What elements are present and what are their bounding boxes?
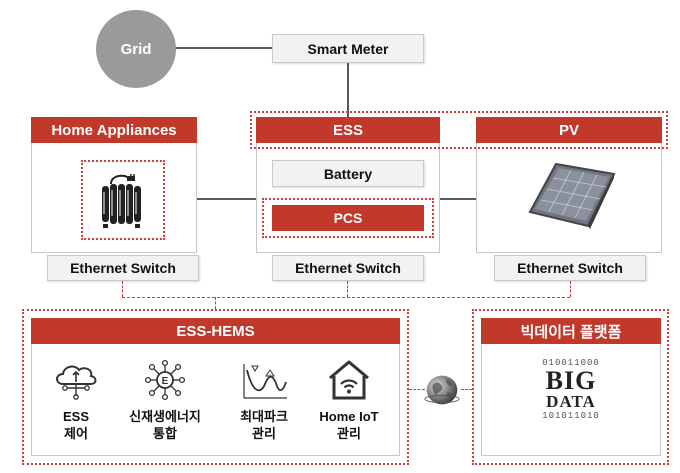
cloud-network-icon — [56, 365, 97, 400]
smart-meter-label: Smart Meter — [307, 40, 389, 57]
appliance-highlight — [81, 160, 165, 240]
bigdata-logo: 010011000 BIG DATA 101011010 — [521, 358, 621, 428]
ethernet-switch-label: Ethernet Switch — [295, 260, 401, 276]
smart-home-icon — [329, 360, 369, 400]
peak-management-label: 최대파크 관리 — [240, 409, 288, 441]
ethernet-switch-pv: Ethernet Switch — [494, 255, 646, 281]
bus-to-hems — [215, 297, 216, 309]
hems-cloud-link — [409, 389, 425, 390]
data-text: DATA — [546, 392, 596, 411]
appliance-ess-line — [196, 198, 256, 200]
cloud-bigdata-link — [461, 389, 472, 390]
pv-title: PV — [558, 121, 579, 139]
grid-node: Grid — [96, 10, 176, 88]
switch1-drop — [122, 281, 123, 297]
ess-control-label: ESS 제어 — [62, 409, 89, 441]
radiator-icon — [102, 174, 141, 228]
pv-header: PV — [476, 117, 662, 143]
smart-meter-box: Smart Meter — [272, 34, 424, 63]
peak-curve-icon: ! — [243, 364, 287, 399]
grid-meter-line — [170, 47, 274, 49]
bigdata-header: 빅데이터 플랫폼 — [481, 318, 661, 344]
switch3-drop — [570, 281, 571, 297]
svg-text:E: E — [162, 376, 169, 387]
battery-label: Battery — [323, 165, 373, 182]
grid-label: Grid — [120, 40, 152, 58]
binary-bottom-text: 101011010 — [542, 411, 600, 421]
pcs-box: PCS — [272, 205, 424, 231]
home-appliances-title: Home Appliances — [51, 121, 177, 139]
svg-text:!: ! — [269, 372, 270, 377]
globe-icon — [424, 375, 460, 405]
hems-header: ESS-HEMS — [31, 318, 400, 344]
ess-title: ESS — [332, 121, 363, 139]
home-appliances-header: Home Appliances — [31, 117, 197, 143]
binary-top-text: 010011000 — [542, 358, 600, 368]
renewable-integration-label: 신재생에너지 통합 — [129, 409, 201, 441]
bigdata-title: 빅데이터 플랫폼 — [520, 323, 622, 341]
ess-pv-highlight — [250, 111, 668, 149]
hems-highlight — [22, 309, 409, 465]
meter-ess-line — [347, 63, 349, 117]
ethernet-switch-label: Ethernet Switch — [517, 260, 623, 276]
big-text: BIG — [545, 366, 597, 395]
ethernet-switch-ess: Ethernet Switch — [272, 255, 424, 281]
pcs-label: PCS — [333, 210, 363, 226]
battery-box: Battery — [272, 160, 424, 187]
bigdata-highlight — [472, 309, 669, 465]
pcs-highlight — [262, 198, 434, 238]
ess-header: ESS — [256, 117, 440, 143]
switch2-drop — [347, 281, 348, 297]
home-iot-label: Home IoT 관리 — [319, 409, 379, 441]
energy-network-icon: E — [144, 359, 186, 401]
hems-title: ESS-HEMS — [176, 322, 255, 340]
switch-bus — [122, 297, 570, 298]
solar-panel-icon — [528, 162, 616, 229]
ethernet-switch-label: Ethernet Switch — [70, 260, 176, 276]
ess-pv-line — [440, 198, 476, 200]
ethernet-switch-appliances: Ethernet Switch — [47, 255, 199, 281]
